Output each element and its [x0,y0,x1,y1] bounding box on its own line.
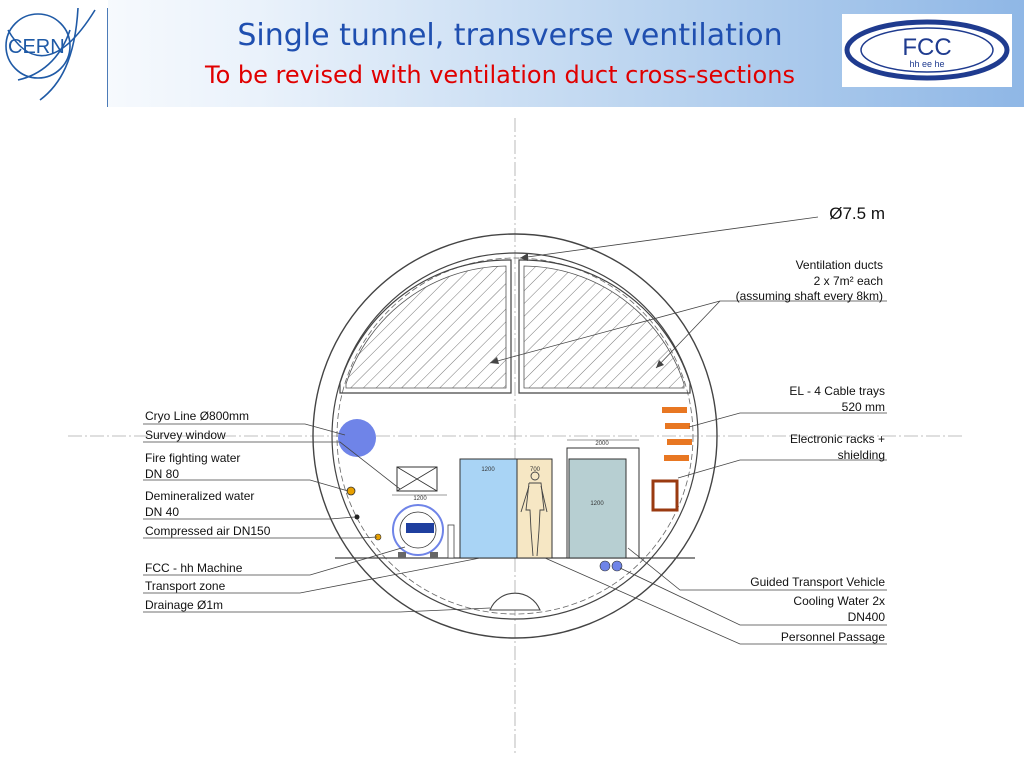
magnet-support-right [430,552,438,558]
air-label: Compressed air DN150 [145,524,271,538]
header-bar: CERN Single tunnel, transverse ventilati… [0,0,1024,107]
ventilation-duct-right-outer [518,259,691,394]
vehicle-envelope-dim-label: 2000 [595,441,609,447]
personnel-passage-dim-label: 700 [530,467,541,473]
survey-window-cross-b [396,466,438,492]
cable-tray-4 [664,455,689,461]
cable-tray-3 [667,439,692,445]
magnet-support-left [398,552,406,558]
personnel-label: Personnel Passage [781,630,885,644]
person-figure [520,471,548,557]
electronic-rack [651,479,679,512]
racks-label-line1: Electronic racks + [790,432,885,446]
leader-lines [143,216,887,645]
tunnel-outer-wall [312,233,718,639]
ventilation-duct-left [345,265,507,389]
fcc-logo-text: FCC [902,34,951,61]
fcc-logo-subtext: hh ee he [909,59,944,69]
tunnel-clearance-line [336,257,694,615]
cable-trays-label-line2: 520 mm [842,400,885,414]
demin-label-line1: Demineralized water [145,489,254,503]
diameter-label: Ø7.5 m [829,204,885,223]
cable-trays-label-line1: EL - 4 Cable trays [789,384,885,398]
cable-tray-2 [665,423,690,429]
cooling-water-pipe-1 [599,560,611,572]
fire-label-line1: Fire fighting water [145,451,240,465]
demineralized-water-pipe [354,514,360,520]
survey-label: Survey window [145,428,226,442]
page-title: Single tunnel, transverse ventilation [237,18,783,53]
cryo-line [338,419,376,457]
fcc-logo-graphic: FCC hh ee he [844,19,1010,81]
tunnel-inner-lining [331,252,699,620]
ventilation-duct-left-outer [339,259,512,394]
cooling-label-line2: DN400 [848,610,886,624]
ventilation-duct-right [523,265,685,389]
guided-transport-vehicle [568,458,627,559]
cern-logo-text: CERN [8,36,65,58]
ventilation-label-line2: 2 x 7m² each [814,274,883,288]
fire-fighting-water-pipe [346,486,356,496]
transport-label: Transport zone [145,579,226,593]
fcc-hh-magnet-inner [399,511,437,549]
transport-vehicle-label: Guided Transport Vehicle [750,575,885,589]
machine-label: FCC - hh Machine [145,561,243,575]
vehicle-dim-label: 1200 [590,501,604,507]
cooling-label-line1: Cooling Water 2x [793,594,885,608]
fcc-logo: FCC hh ee he [842,14,1012,87]
cryo-label: Cryo Line Ø800mm [145,409,249,423]
drainage-pipe [489,592,541,611]
cable-tray-1 [662,407,687,413]
fire-label-line2: DN 80 [145,467,179,481]
ventilation-label-line1: Ventilation ducts [796,258,883,272]
machine-side-stand [447,524,455,559]
ventilation-label-line3: (assuming shaft every 8km) [736,289,883,303]
cooling-water-pipe-2 [611,560,623,572]
drainage-label: Drainage Ø1m [145,598,223,612]
racks-label-line2: shielding [838,448,885,462]
survey-dim-label: 1200 [413,496,427,502]
fcc-hh-magnet-coils [406,523,434,533]
leader-arrowheads [490,253,664,368]
transport-zone [459,458,518,559]
demin-label-line2: DN 40 [145,505,179,519]
page-subtitle: To be revised with ventilation duct cros… [205,61,795,89]
transport-zone-dim-label: 1200 [481,467,495,473]
